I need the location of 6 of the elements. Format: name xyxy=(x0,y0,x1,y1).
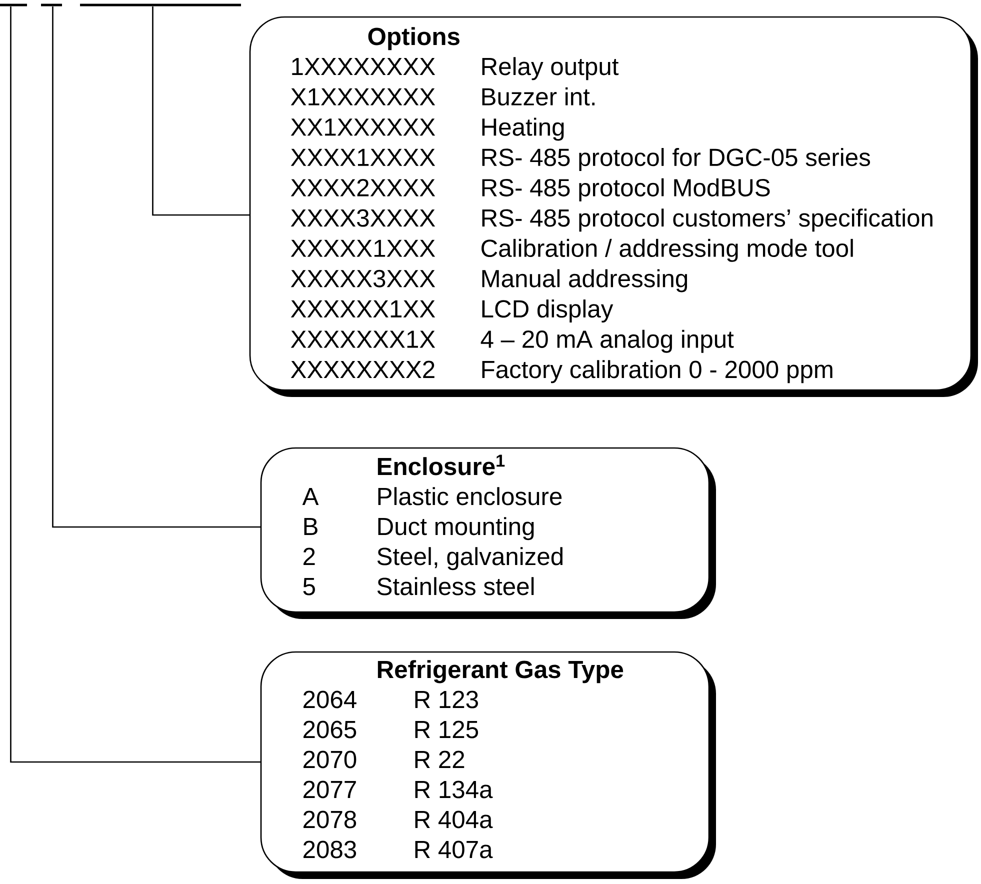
leader-line xyxy=(52,6,261,528)
code-field-line xyxy=(80,4,241,6)
code-field-line xyxy=(41,4,62,6)
leader-line xyxy=(10,6,261,763)
leader-line xyxy=(152,6,250,216)
code-field-line xyxy=(0,4,27,6)
